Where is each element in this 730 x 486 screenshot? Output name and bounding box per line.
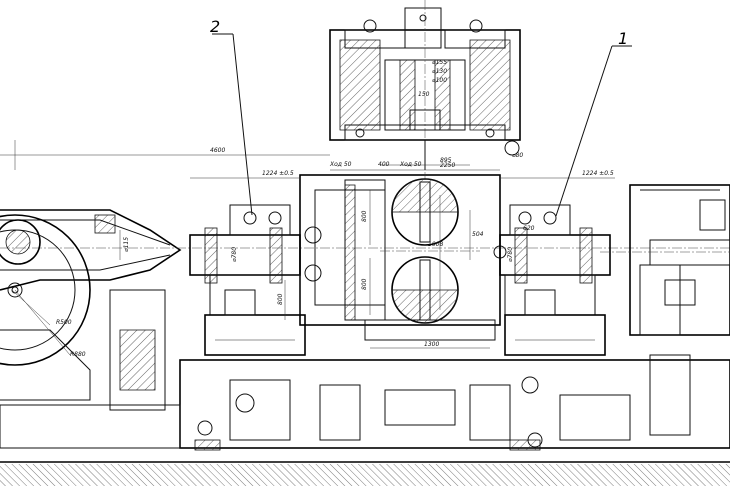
top-gearbox — [329, 0, 521, 180]
dim-d100: ⌀100 — [432, 77, 447, 84]
dim-150: 150 — [418, 91, 430, 98]
dim-d130: ⌀130 — [432, 68, 447, 75]
callout-1: 1 — [618, 29, 628, 48]
dimension-lines — [0, 140, 615, 356]
left-chock-assembly — [189, 204, 306, 356]
foundation — [0, 447, 730, 486]
right-machine — [600, 184, 730, 336]
right-chock-assembly — [499, 204, 611, 356]
dim-r880: R880 — [70, 351, 86, 358]
dim-4600: 4600 — [210, 147, 225, 154]
dim-1224-left: 1224 ±0.5 — [262, 170, 294, 177]
dim-d80: ⌀80 — [512, 152, 523, 159]
dim-hod-b: Ход 50 — [399, 161, 422, 168]
dim-d155: ⌀155 — [432, 59, 447, 66]
dim-d780-b: ⌀780 — [507, 247, 514, 262]
dim-400: 400 — [378, 161, 390, 168]
dim-hod-a: Ход 50 — [329, 161, 352, 168]
dim-d115: ⌀115 — [123, 237, 130, 252]
dim-1008: 1008 — [428, 241, 443, 248]
dim-r500: R500 — [56, 319, 72, 326]
left-crank-assembly — [0, 209, 730, 411]
dim-1300: 1300 — [424, 341, 439, 348]
dim-895: 895 — [440, 157, 452, 164]
dim-2250: 2250 — [440, 162, 455, 169]
dim-800-c: 800 — [277, 293, 284, 305]
dim-1224-right: 1224 ±0.5 — [582, 170, 614, 177]
base-frame — [0, 354, 730, 451]
dim-d780-a: ⌀780 — [231, 247, 238, 262]
dim-800-a: 800 — [361, 210, 368, 222]
dim-504: 504 — [472, 231, 484, 238]
callout-2: 2 — [210, 17, 220, 36]
dim-800-b: 800 — [361, 278, 368, 290]
callout-leaders — [212, 33, 632, 217]
dim-620: 620 — [523, 225, 535, 232]
central-stand — [299, 174, 507, 341]
